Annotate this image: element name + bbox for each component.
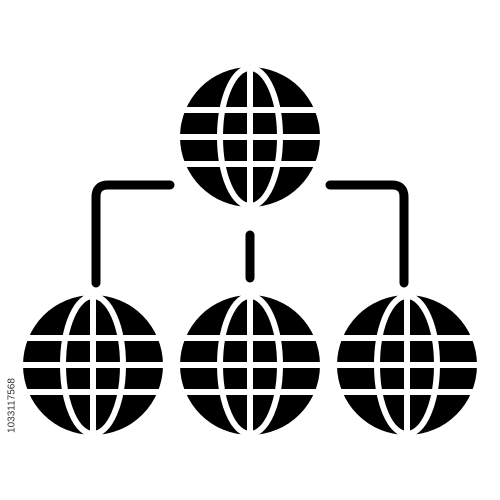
bottom-right-globe <box>335 293 479 437</box>
stock-id-label: 1033117568 <box>6 378 18 433</box>
top-globe <box>178 65 322 209</box>
right-connector <box>325 180 409 288</box>
left-connector <box>91 180 175 288</box>
bottom-left-globe <box>21 293 165 437</box>
bottom-center-globe <box>178 293 322 437</box>
